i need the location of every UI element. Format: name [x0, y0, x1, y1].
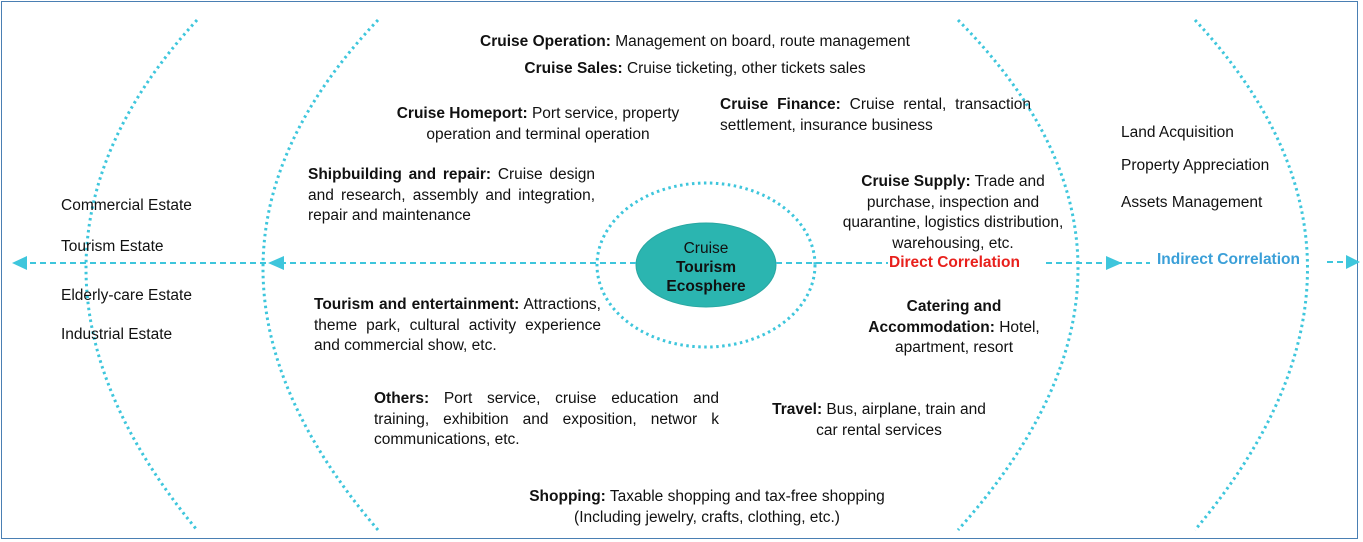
left-item-industrial-estate: Industrial Estate — [61, 326, 173, 343]
block-text: Trade and purchase, inspection and quara… — [842, 173, 1064, 252]
block-text: Port service, property operation and ter… — [426, 105, 680, 143]
left-item-elderly-care-estate: Elderly-care Estate — [61, 287, 192, 304]
block-title: Travel: — [772, 401, 823, 418]
block-tourism-entertainment: Tourism and entertainment: Attractions, … — [314, 295, 601, 357]
right-item-assets-management: Assets Management — [1121, 194, 1263, 211]
block-travel: Travel: Bus, airplane, train and car ren… — [770, 400, 988, 441]
indirect-correlation-label: Indirect Correlation — [1157, 251, 1300, 268]
block-title: Others: — [374, 390, 430, 407]
block-text: Hotel, apartment, resort — [894, 318, 1040, 357]
core-line-2: Tourism — [675, 259, 736, 276]
block-text: Port service, cruise education and train… — [374, 390, 719, 448]
core-line-1: Cruise — [683, 240, 729, 257]
block-cruise-supply: Cruise Supply: Trade and purchase, inspe… — [826, 172, 1080, 254]
block-title: Cruise Operation: — [480, 33, 611, 50]
arrow-right-outer — [1346, 255, 1360, 269]
block-title: Cruise Sales: — [524, 60, 623, 77]
outer-left-arc — [84, 18, 199, 531]
core-label: Cruise Tourism Ecosphere — [637, 225, 775, 310]
core-ring — [595, 181, 817, 349]
block-text: Cruise design and research, assembly and… — [308, 166, 596, 224]
block-title: Cruise Supply: — [861, 173, 971, 190]
left-item-tourism-estate: Tourism Estate — [61, 238, 164, 255]
arrow-right-inner — [1106, 256, 1122, 270]
arrow-left-inner — [268, 256, 284, 270]
inner-left-arc — [261, 18, 380, 531]
block-cruise-operation: Cruise Operation: Management on board, r… — [380, 32, 1010, 53]
arrow-left-outer — [12, 256, 27, 270]
block-cruise-finance: Cruise Finance: Cruise rental, transacti… — [720, 95, 1031, 136]
block-text: Management on board, route management — [610, 33, 910, 50]
block-text: Cruise ticketing, other tickets sales — [622, 60, 866, 77]
block-cruise-sales: Cruise Sales: Cruise ticketing, other ti… — [380, 59, 1010, 80]
block-cruise-homeport: Cruise Homeport: Port service, property … — [370, 104, 706, 145]
core-ellipse — [635, 222, 777, 308]
right-item-property-appreciation: Property Appreciation — [1121, 157, 1270, 174]
block-shipbuilding: Shipbuilding and repair: Cruise design a… — [308, 165, 595, 227]
core-line-3: Ecosphere — [666, 278, 746, 295]
block-title: Tourism and entertainment: — [314, 296, 520, 313]
block-title: Shopping: — [529, 488, 606, 505]
left-item-commercial-estate: Commercial Estate — [61, 197, 192, 214]
block-text: Attractions, theme park, cultural activi… — [314, 296, 601, 354]
block-title: Cruise Homeport: — [396, 105, 528, 122]
block-text: Bus, airplane, train and car rental serv… — [816, 401, 986, 439]
outer-right-arc — [1193, 18, 1309, 531]
block-shopping: Shopping: Taxable shopping and tax-free … — [495, 487, 919, 528]
block-title: Shipbuilding and repair: — [308, 166, 492, 183]
right-item-land-acquisition: Land Acquisition — [1121, 124, 1234, 141]
block-title: Catering and Accommodation: — [868, 298, 1002, 336]
block-text: Taxable shopping and tax-free shopping (… — [574, 488, 885, 526]
block-catering: Catering and Accommodation: Hotel, apart… — [846, 297, 1062, 359]
inner-right-arc — [956, 18, 1080, 532]
direct-correlation-label: Direct Correlation — [889, 254, 1020, 271]
block-others: Others: Port service, cruise education a… — [374, 389, 719, 451]
block-text: Cruise rental, transaction settlement, i… — [720, 96, 1032, 134]
block-title: Cruise Finance: — [720, 96, 841, 113]
